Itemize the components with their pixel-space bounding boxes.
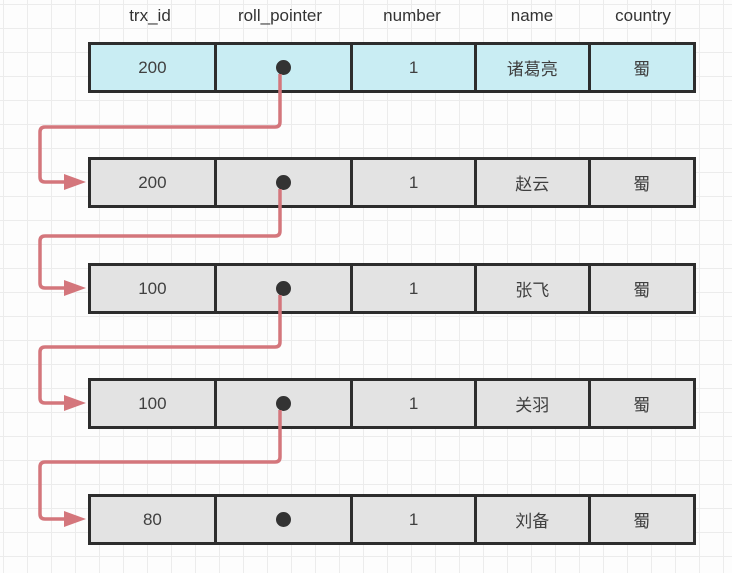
column-label-roll-pointer: roll_pointer bbox=[237, 6, 323, 25]
column-label-name: name bbox=[510, 6, 554, 25]
name-cell: 诸葛亮 bbox=[473, 45, 588, 90]
number-cell: 1 bbox=[350, 266, 473, 311]
country-cell: 蜀 bbox=[587, 45, 693, 90]
number-cell: 1 bbox=[350, 381, 473, 426]
roll-pointer-cell bbox=[213, 160, 351, 205]
arrowhead-icon bbox=[64, 280, 86, 296]
arrowhead-icon bbox=[64, 511, 86, 527]
arrowhead-icon bbox=[64, 174, 86, 190]
roll-pointer-cell bbox=[213, 45, 351, 90]
roll-pointer-cell bbox=[213, 497, 351, 542]
roll-pointer-dot-icon bbox=[276, 512, 292, 527]
roll-pointer-dot-icon bbox=[276, 60, 292, 75]
name-cell: 赵云 bbox=[473, 160, 588, 205]
record-row-current: 200 1 诸葛亮 蜀 bbox=[88, 42, 696, 93]
record-row-undo-2: 100 1 张飞 蜀 bbox=[88, 263, 696, 314]
number-cell: 1 bbox=[350, 45, 474, 90]
roll-pointer-dot-icon bbox=[276, 396, 292, 411]
column-label-number: number bbox=[383, 6, 441, 25]
country-cell: 蜀 bbox=[587, 497, 693, 542]
arrowhead-icon bbox=[64, 395, 86, 411]
roll-pointer-dot-icon bbox=[276, 281, 292, 296]
country-cell: 蜀 bbox=[587, 381, 693, 426]
column-label-trx-id: trx_id bbox=[129, 6, 171, 25]
roll-pointer-dot-icon bbox=[276, 175, 292, 190]
trx-id-cell: 80 bbox=[142, 509, 162, 529]
trx-id-cell: 200 bbox=[138, 172, 167, 192]
record-row-undo-4: 80 1 刘备 蜀 bbox=[88, 494, 696, 545]
record-row-undo-3: 100 1 关羽 蜀 bbox=[88, 378, 696, 429]
name-cell: 刘备 bbox=[473, 497, 588, 542]
roll-pointer-cell bbox=[213, 266, 351, 311]
country-cell: 蜀 bbox=[587, 160, 693, 205]
column-label-country: country bbox=[615, 6, 671, 25]
trx-id-cell: 100 bbox=[138, 393, 167, 413]
roll-pointer-cell bbox=[213, 381, 351, 426]
record-row-undo-1: 200 1 赵云 蜀 bbox=[88, 157, 696, 208]
name-cell: 张飞 bbox=[473, 266, 588, 311]
country-cell: 蜀 bbox=[587, 266, 693, 311]
trx-id-cell: 100 bbox=[138, 278, 167, 298]
number-cell: 1 bbox=[350, 497, 473, 542]
number-cell: 1 bbox=[350, 160, 473, 205]
name-cell: 关羽 bbox=[473, 381, 588, 426]
trx-id-cell: 200 bbox=[91, 45, 214, 90]
